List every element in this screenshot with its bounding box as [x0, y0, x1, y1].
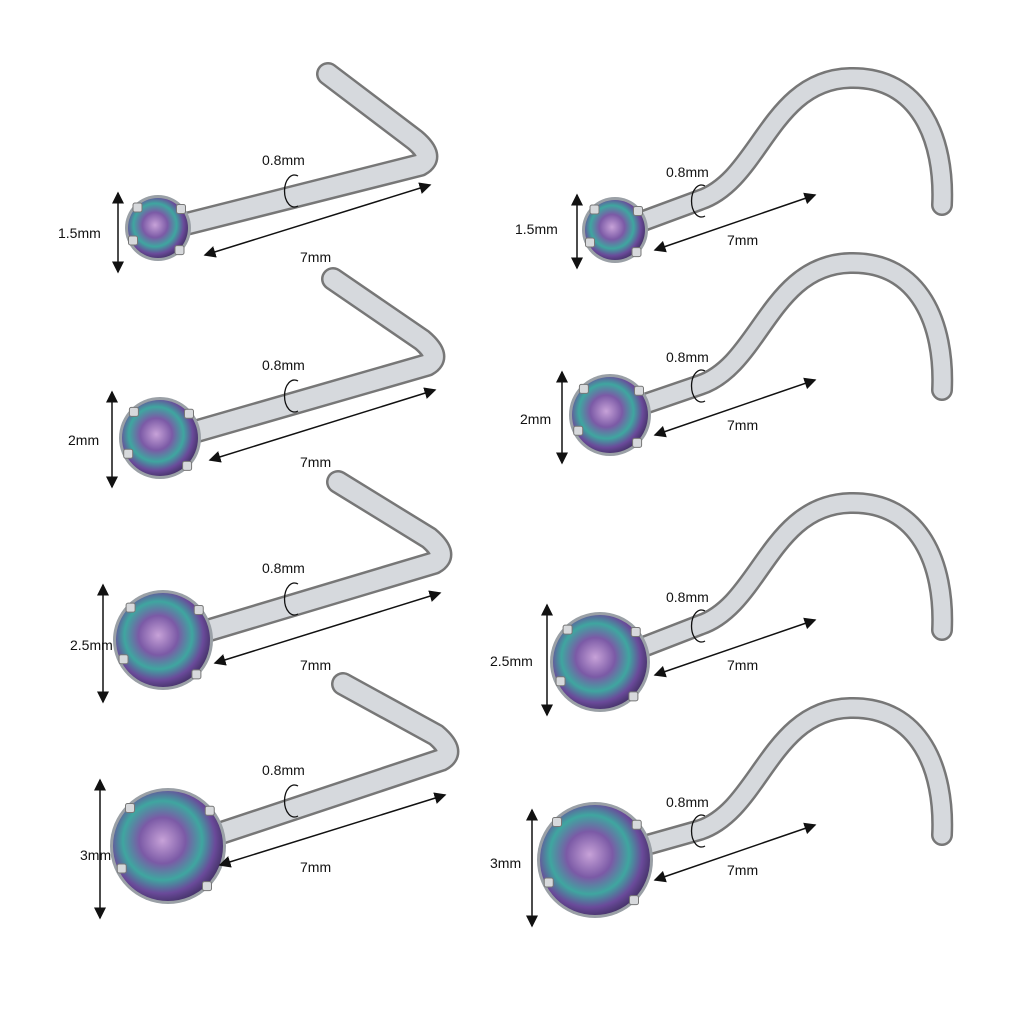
- gauge-label: 0.8mm: [262, 560, 305, 576]
- gem-size-label: 3mm: [490, 855, 521, 871]
- length-label: 7mm: [300, 454, 331, 470]
- screw-stud-prong: [585, 237, 595, 248]
- l-stud-prong: [174, 245, 185, 256]
- length-label: 7mm: [727, 657, 758, 673]
- l-stud-prong: [204, 805, 215, 816]
- l-shape-stud-2: 2mm 0.8mm 7mm: [68, 267, 446, 489]
- gauge-label: 0.8mm: [666, 589, 709, 605]
- length-arrow: [653, 192, 817, 253]
- gauge-label: 0.8mm: [262, 152, 305, 168]
- screw-stud-prong: [629, 895, 639, 906]
- screw-stud-4: 3mm 0.8mm 7mm: [490, 696, 954, 928]
- length-label: 7mm: [727, 417, 758, 433]
- l-stud-gem: [116, 593, 210, 687]
- l-stud-prong: [176, 204, 186, 214]
- length-label: 7mm: [300, 859, 331, 875]
- length-arrow: [203, 182, 432, 258]
- length-arrow: [218, 792, 447, 868]
- screw-stud-gem: [572, 377, 648, 453]
- gem-size-label: 3mm: [80, 847, 111, 863]
- l-stud-prong: [184, 408, 194, 419]
- screw-stud-gem: [553, 615, 647, 709]
- screw-stud-prong: [552, 817, 562, 827]
- gauge-label: 0.8mm: [262, 357, 305, 373]
- l-stud-prong: [118, 654, 129, 665]
- length-label: 7mm: [727, 862, 758, 878]
- screw-stud-prong: [634, 385, 644, 396]
- screw-stud-3: 2.5mm 0.8mm 7mm: [490, 491, 954, 717]
- screw-stud-gem: [540, 805, 650, 915]
- screw-stud-prong: [543, 877, 554, 888]
- l-stud-prong: [202, 881, 212, 892]
- l-shape-stud-4: 3mm 0.8mm 7mm: [80, 672, 460, 920]
- l-stud-prong: [128, 235, 138, 246]
- length-arrow: [653, 822, 817, 883]
- screw-stud-1: 1.5mm 0.8mm 7mm: [515, 66, 954, 270]
- gem-size-label: 2mm: [68, 432, 99, 448]
- gauge-label: 0.8mm: [666, 794, 709, 810]
- l-stud-prong: [125, 602, 136, 613]
- l-stud-gem: [122, 400, 198, 476]
- screw-stud-prong: [578, 383, 589, 394]
- l-stud-prong: [193, 604, 204, 615]
- screw-stud-gem: [585, 200, 645, 260]
- pin: [611, 494, 951, 665]
- l-stud-prong: [191, 669, 202, 680]
- length-arrow: [213, 590, 442, 666]
- length-arrow: [208, 387, 437, 463]
- screw-stud-prong: [628, 691, 639, 702]
- l-stud-prong: [123, 448, 134, 459]
- screw-stud-prong: [632, 437, 643, 448]
- pin: [170, 269, 443, 446]
- screw-stud-prong: [631, 819, 642, 830]
- pin-outline: [171, 470, 453, 650]
- screw-stud-2: 2mm 0.8mm 7mm: [520, 251, 954, 465]
- l-stud-prong: [132, 202, 143, 213]
- pin: [178, 674, 457, 854]
- pin: [168, 64, 436, 236]
- length-arrow: [653, 377, 817, 438]
- l-stud-prong: [128, 406, 139, 417]
- length-label: 7mm: [300, 249, 331, 265]
- l-stud-prong: [182, 460, 193, 471]
- length-arrow: [653, 617, 817, 678]
- pin: [621, 254, 951, 418]
- pin: [626, 69, 951, 233]
- screw-stud-prong: [555, 676, 566, 687]
- gem-size-label: 1.5mm: [58, 225, 101, 241]
- length-label: 7mm: [727, 232, 758, 248]
- length-label: 7mm: [300, 657, 331, 673]
- gem-size-label: 2mm: [520, 411, 551, 427]
- pin: [173, 472, 450, 648]
- screw-stud-prong: [589, 204, 600, 215]
- gauge-label: 0.8mm: [262, 762, 305, 778]
- l-stud-gem: [113, 791, 223, 901]
- l-stud-prong: [116, 863, 127, 874]
- l-shape-stud-1: 1.5mm 0.8mm 7mm: [58, 62, 439, 274]
- pin-outline: [168, 267, 446, 448]
- l-stud-gem: [128, 198, 188, 258]
- gauge-label: 0.8mm: [666, 164, 709, 180]
- gauge-label: 0.8mm: [666, 349, 709, 365]
- gem-size-label: 1.5mm: [515, 221, 558, 237]
- screw-stud-prong: [562, 624, 573, 635]
- gem-size-label: 2.5mm: [490, 653, 533, 669]
- l-stud-prong: [125, 803, 135, 813]
- gem-size-label: 2.5mm: [70, 637, 113, 653]
- l-shape-stud-3: 2.5mm 0.8mm 7mm: [70, 470, 453, 704]
- pin: [606, 699, 951, 863]
- screw-stud-prong: [573, 425, 584, 436]
- screw-stud-prong: [631, 247, 642, 258]
- screw-stud-prong: [633, 206, 643, 216]
- screw-stud-prong: [630, 626, 641, 637]
